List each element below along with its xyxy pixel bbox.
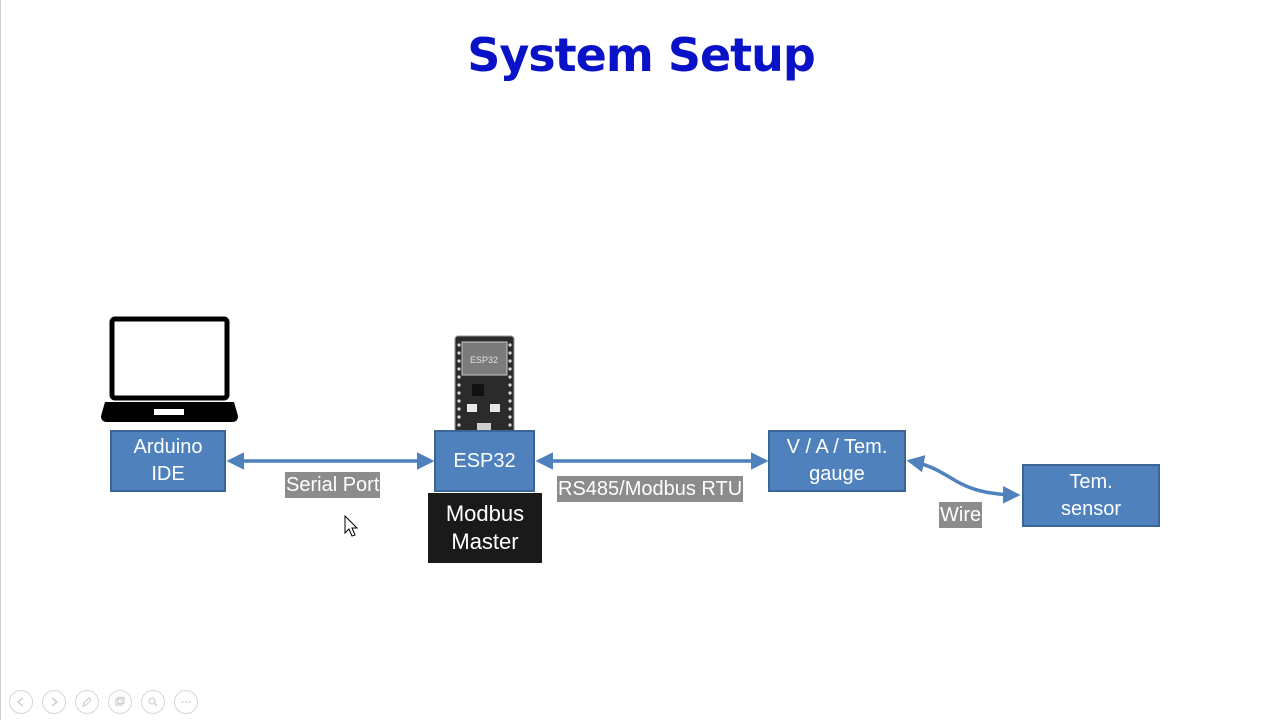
- serial-port-label: Serial Port: [285, 472, 381, 498]
- modbus-master-box: Modbus Master: [428, 493, 542, 563]
- previous-icon[interactable]: [9, 690, 33, 714]
- wire-arrow: [906, 455, 1021, 504]
- wire-label: Wire: [939, 502, 983, 528]
- esp32-label: ESP32: [453, 449, 516, 472]
- esp32-box: ESP32: [434, 430, 535, 492]
- board-chip-label: ESP32: [470, 355, 498, 365]
- slide-title: System Setup: [467, 28, 816, 82]
- slideshow-controls: [9, 690, 198, 714]
- gauge-label-line2: gauge: [809, 463, 865, 485]
- arduino-ide-label-line2: IDE: [151, 463, 185, 485]
- modbus-master-line1: Modbus: [445, 501, 525, 526]
- temperature-sensor-box: Tem. sensor: [1022, 464, 1160, 527]
- modbus-master-line2: Master: [451, 529, 519, 554]
- zoom-icon[interactable]: [141, 690, 165, 714]
- rs485-label: RS485/Modbus RTU: [557, 476, 744, 502]
- arduino-ide-box: Arduino IDE: [110, 430, 226, 492]
- gauge-label-line1: V / A / Tem.: [786, 436, 888, 458]
- pen-icon[interactable]: [75, 690, 99, 714]
- sensor-label-line1: Tem.: [1069, 470, 1113, 493]
- gauge-box: V / A / Tem. gauge: [768, 430, 906, 492]
- next-icon[interactable]: [42, 690, 66, 714]
- slides-icon[interactable]: [108, 690, 132, 714]
- arduino-ide-label-line1: Arduino: [133, 436, 203, 458]
- sensor-label-line2: sensor: [1060, 497, 1122, 520]
- more-icon[interactable]: [174, 690, 198, 714]
